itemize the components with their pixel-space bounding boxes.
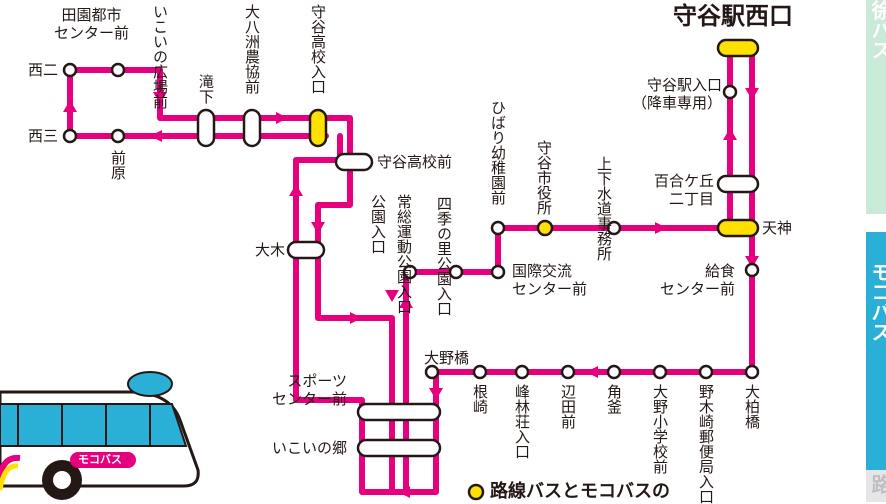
legend-text: 路線バスとモコバスの <box>490 481 670 502</box>
stop-label-joso-undo: 常総運動公園入口 <box>395 194 413 314</box>
stop-label-oki: 大木 <box>255 241 286 259</box>
legend-dot <box>467 483 485 501</box>
bus-logo: モコバス <box>78 453 122 466</box>
direction-arrows <box>63 88 759 498</box>
side-tab-3[interactable]: 路 <box>866 470 886 502</box>
side-tab-1-label: 徐バス <box>868 0 886 60</box>
stop-label-hetamae: 辺田前 <box>559 384 577 429</box>
side-tab-1[interactable]: 徐バス <box>866 0 886 214</box>
bus-illustration <box>0 371 200 500</box>
stop-label-ogashiwa: 大柏橋 <box>743 384 761 429</box>
stop-label-city-hall: 守谷市役所 <box>535 140 553 215</box>
stop-label-tsunogama: 角釜 <box>605 384 623 414</box>
stop-markers <box>62 62 760 380</box>
side-tab-2-label: モコバス <box>868 262 886 342</box>
stop-label-takishita: 滝下 <box>197 74 215 104</box>
stop-label-nezaki: 根崎 <box>471 384 489 414</box>
side-tab-3-label: 路 <box>868 474 886 494</box>
stop-label-hibari: ひばり幼稚園前 <box>489 100 507 205</box>
stop-label-minebayashi: 峰林荘入口 <box>513 384 531 459</box>
side-tab-2[interactable]: モコバス <box>866 232 886 484</box>
title-moriya-west-exit: 守谷駅西口 <box>673 2 793 30</box>
stop-label-maehara: 前原 <box>109 150 127 180</box>
stop-label-ikoi-hiroba: いこいの広場前 <box>151 4 169 109</box>
stop-label-shiki-no-sato: 四季の里公園入口 <box>435 196 453 316</box>
stop-label-ono-school: 大野小学校前 <box>651 384 669 474</box>
stop-label-sports-center: スポーツ センター前 <box>272 372 348 408</box>
stop-label-denen: 田園都市 センター前 <box>54 6 130 42</box>
stop-label-tenjin: 天神 <box>762 219 793 237</box>
stop-label-kokusai: 国際交流 センター前 <box>512 262 588 298</box>
city-hall-stop <box>536 219 554 237</box>
stop-label-nishi3: 西三 <box>28 127 59 145</box>
stop-label-water-office: 上下水道事務所 <box>595 156 613 261</box>
stop-label-nishi2: 西二 <box>28 61 59 79</box>
stop-label-moriya-hs-front: 守谷高校前 <box>377 153 453 171</box>
stop-label-station-entrance: 守谷駅入口 （降車専用） <box>632 76 723 112</box>
stop-label-yurigaoka: 百合ケ丘 二丁目 <box>654 172 715 208</box>
stop-pills <box>196 38 760 458</box>
stop-label-kouen-iriguchi: 公園入口 <box>369 194 387 254</box>
stop-label-nogizaki: 野木崎郵便局入口 <box>697 384 715 504</box>
stop-label-ikoi-sato: いこいの郷 <box>272 439 348 457</box>
stop-label-kyushoku: 給食 センター前 <box>660 262 736 298</box>
stop-label-ohashi: 大野橋 <box>424 349 470 367</box>
stop-label-ohyashu: 大八洲農協前 <box>243 4 261 94</box>
stop-label-moriya-hs-entrance: 守谷高校入口 <box>309 4 327 94</box>
